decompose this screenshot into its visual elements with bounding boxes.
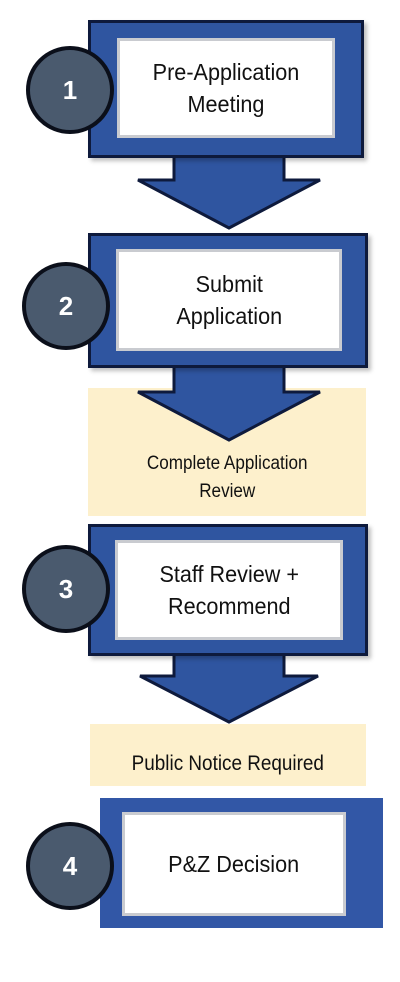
step-1-label-line1: Pre-Application bbox=[152, 59, 300, 85]
arrow-step3-to-notice bbox=[139, 648, 319, 724]
step-1-number-badge: 1 bbox=[26, 46, 114, 134]
step-1-box: Pre-Application Meeting bbox=[88, 20, 364, 158]
step-3-number: 3 bbox=[58, 573, 74, 604]
note-public-notice-text: Public Notice Required bbox=[131, 752, 325, 775]
step-4-label: P&Z Decision bbox=[168, 851, 300, 877]
arrow-step2-to-review bbox=[137, 362, 321, 442]
step-3-box: Staff Review + Recommend bbox=[88, 524, 368, 656]
step-1-label-box: Pre-Application Meeting bbox=[117, 38, 335, 138]
note-public-notice-required: Public Notice Required bbox=[90, 724, 366, 786]
step-4-number-badge: 4 bbox=[26, 822, 114, 910]
arrow-step1-to-step2 bbox=[137, 148, 321, 230]
step-4-number: 4 bbox=[62, 850, 78, 881]
step-2-number: 2 bbox=[58, 290, 74, 321]
note-review-line1: Complete Application bbox=[146, 453, 308, 474]
step-3-number-badge: 3 bbox=[22, 545, 110, 633]
step-2-box: Submit Application bbox=[88, 233, 368, 368]
step-1-number: 1 bbox=[62, 74, 78, 105]
step-3-label-box: Staff Review + Recommend bbox=[115, 540, 343, 640]
step-2-label-line2: Application bbox=[176, 303, 282, 329]
step-2-label-line1: Submit bbox=[195, 271, 263, 297]
step-4-box: P&Z Decision bbox=[100, 798, 383, 928]
step-2-number-badge: 2 bbox=[22, 262, 110, 350]
step-3-label-line2: Recommend bbox=[167, 593, 291, 619]
step-2-label-box: Submit Application bbox=[116, 249, 342, 351]
note-review-line2: Review bbox=[198, 481, 256, 502]
step-1-label-line2: Meeting bbox=[187, 91, 265, 117]
step-4-label-box: P&Z Decision bbox=[122, 812, 346, 916]
step-3-label-line1: Staff Review + bbox=[159, 561, 299, 587]
